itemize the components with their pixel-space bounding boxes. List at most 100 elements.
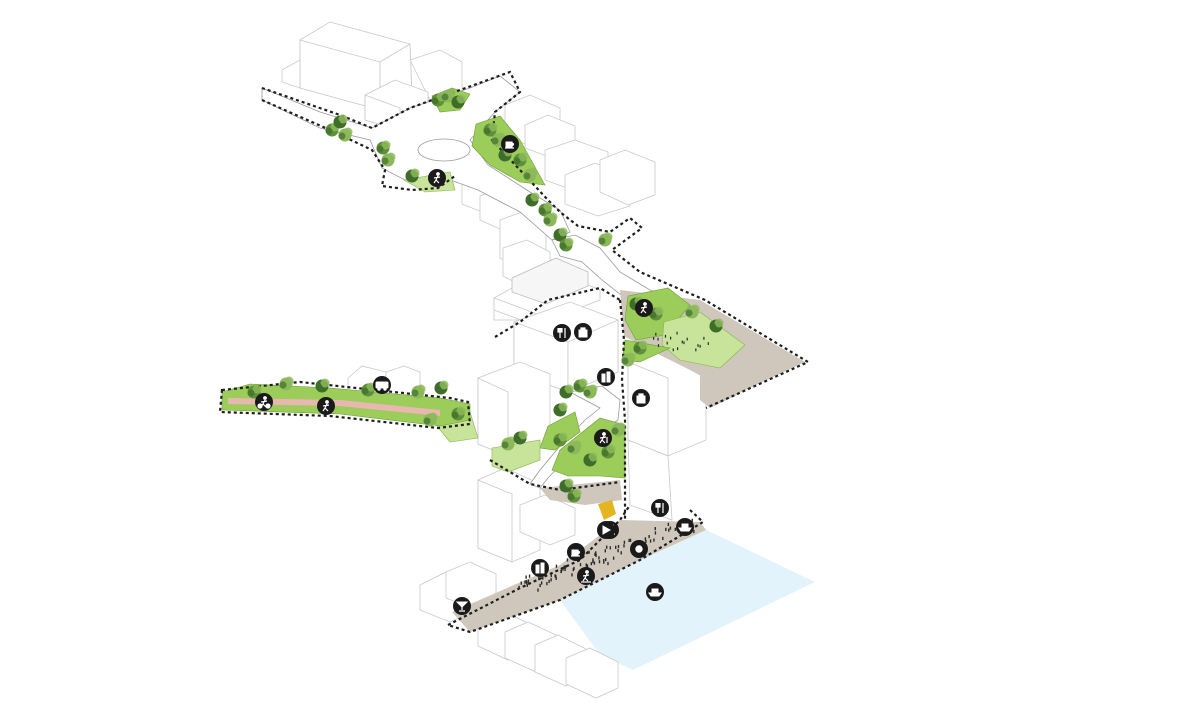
person-marker <box>699 344 701 348</box>
person-marker <box>612 556 615 560</box>
fork-knife-icon <box>553 324 571 342</box>
boat-icon <box>676 518 694 536</box>
bus-icon <box>373 376 391 394</box>
person-marker <box>538 577 540 581</box>
tree <box>523 167 538 182</box>
tree <box>338 127 353 142</box>
tree <box>405 168 420 183</box>
tree <box>709 318 724 333</box>
tree <box>559 237 574 252</box>
tree <box>649 306 664 321</box>
person-marker <box>528 574 531 578</box>
tree <box>376 140 391 155</box>
person-marker <box>648 534 650 539</box>
person-marker <box>579 563 582 567</box>
person-marker <box>586 564 588 568</box>
tree <box>538 202 553 217</box>
tree <box>513 430 528 445</box>
person-marker <box>540 581 543 585</box>
person-marker <box>560 569 563 573</box>
person-marker <box>526 583 528 587</box>
person-marker <box>649 539 652 543</box>
person-marker <box>672 348 674 352</box>
person-marker <box>555 574 557 578</box>
person-marker <box>670 336 672 340</box>
tree <box>621 352 636 367</box>
pedestrian-markers <box>518 331 709 592</box>
tree <box>513 152 528 167</box>
person-marker <box>565 565 567 569</box>
play-icon <box>597 521 615 539</box>
person-marker <box>683 341 685 345</box>
person-marker <box>703 336 705 340</box>
elderly-walker-icon <box>594 429 612 447</box>
tree <box>361 382 376 397</box>
person-marker <box>562 567 564 571</box>
tree <box>483 122 498 137</box>
tree <box>553 432 568 447</box>
person-marker <box>592 558 594 562</box>
person-marker <box>604 549 606 553</box>
person-marker <box>593 561 596 565</box>
person-marker <box>669 526 672 530</box>
person-marker <box>566 558 569 562</box>
person-marker <box>668 528 670 532</box>
person-marker <box>527 579 530 583</box>
tree <box>525 192 540 207</box>
person-marker <box>603 560 605 564</box>
tree <box>553 402 568 417</box>
suitcase-icon <box>632 389 650 407</box>
person-marker <box>666 341 668 345</box>
person-marker <box>657 337 659 341</box>
person-marker <box>573 566 575 571</box>
person-marker <box>594 552 596 556</box>
tree <box>559 478 574 493</box>
person-marker <box>665 527 667 532</box>
tree <box>583 452 598 467</box>
person-marker <box>623 540 626 544</box>
activity-icons <box>255 135 694 615</box>
tree <box>598 232 613 247</box>
coffee-icon <box>567 543 585 561</box>
person-marker <box>697 344 699 347</box>
fork-knife-icon <box>651 499 669 517</box>
person-marker <box>707 342 709 345</box>
person-marker <box>623 544 625 548</box>
person-marker <box>691 518 693 522</box>
person-marker <box>662 536 664 541</box>
bottles-icon <box>597 368 615 386</box>
person-marker <box>629 538 632 542</box>
person-marker <box>564 567 566 572</box>
person-marker <box>539 583 541 588</box>
park-lawn <box>661 311 746 369</box>
tree <box>559 384 574 399</box>
tree <box>567 440 582 455</box>
person-marker <box>592 560 594 564</box>
tree <box>451 94 466 109</box>
person-marker <box>693 530 695 534</box>
tree <box>434 380 449 395</box>
person-marker <box>585 563 587 567</box>
person-marker <box>654 531 657 535</box>
pedestrian-icon <box>317 397 335 415</box>
coffee-icon <box>501 135 519 153</box>
person-marker <box>655 332 657 336</box>
tree <box>423 412 438 427</box>
person-marker <box>628 538 630 543</box>
person-marker <box>537 588 539 592</box>
person-marker <box>695 348 697 352</box>
tree <box>333 114 348 129</box>
person-marker <box>546 582 548 586</box>
person-marker <box>520 581 522 585</box>
project-boundaries <box>261 70 811 634</box>
tree <box>279 376 294 391</box>
tree <box>583 384 598 399</box>
harbour-water <box>560 527 815 670</box>
person-marker <box>664 334 667 338</box>
shopping-bag-icon <box>574 323 592 341</box>
tree <box>501 436 516 451</box>
skater-icon <box>577 567 595 585</box>
pedestrian-icon <box>635 299 653 317</box>
person-marker <box>681 340 683 344</box>
